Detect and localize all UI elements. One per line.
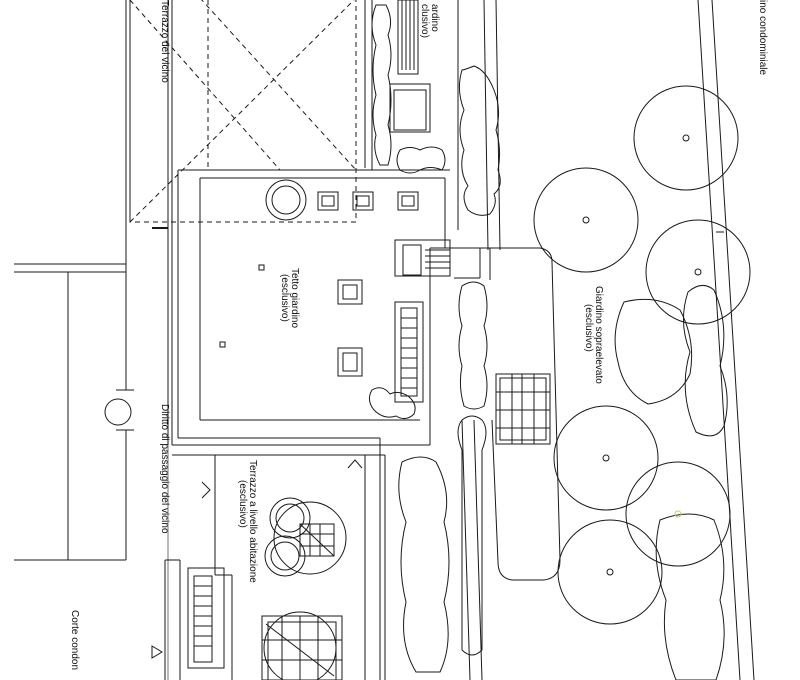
label-giardino-sopraelevato-2: (esclusivo) [583,304,594,352]
garden-planter [389,83,431,133]
tree-canopy [557,519,663,625]
garden-bed [614,298,693,405]
column-circle [104,398,132,426]
garden-paths [461,0,755,680]
stair-upper [394,239,481,279]
garden-bench [397,0,419,75]
tree-canopy [645,219,751,325]
label-tetto-giardino-1: Tetto giardino [289,268,300,329]
terrace-pots [264,497,347,577]
chevron-down-icon [347,459,363,469]
roof-fountain [265,179,307,221]
label-terrazzo-vicino: Terrazzo del vicino [159,0,170,83]
stair-main [394,301,424,403]
stair-lower [187,567,225,669]
label-giardino-condominiale: ino condominiale [757,0,768,76]
tree-canopy [633,85,739,191]
label-diritto-passaggio: Diritto di passaggio del vicino [159,404,170,534]
label-terrazzo-livello-1: Terrazzo a livello abitazione [247,460,258,583]
label-giardino-sopraelevato-1: Giardino sopraelevato [593,286,604,384]
label-corte-condominiale: Corte condon [69,610,80,671]
label-terrazzo-livello-2: (esclusivo) [237,480,248,528]
roof-planter-boxes [219,191,419,377]
planter-grid [495,373,551,445]
tree-canopy [533,167,639,273]
label-giardino-top-2: clusivo) [419,4,430,38]
triangle-marker-icon [151,645,163,659]
main-building-walls [164,0,491,680]
tree-canopy [625,461,731,567]
terrace-planter-grid [261,611,343,680]
trees [533,85,751,625]
neighbour-building-outline [14,0,134,561]
tree-canopy [553,405,659,511]
label-giardino-top-1: ardino [429,4,440,32]
chevron-right-icon [201,481,211,499]
label-tetto-giardino-2: (esclusivo) [279,274,290,322]
